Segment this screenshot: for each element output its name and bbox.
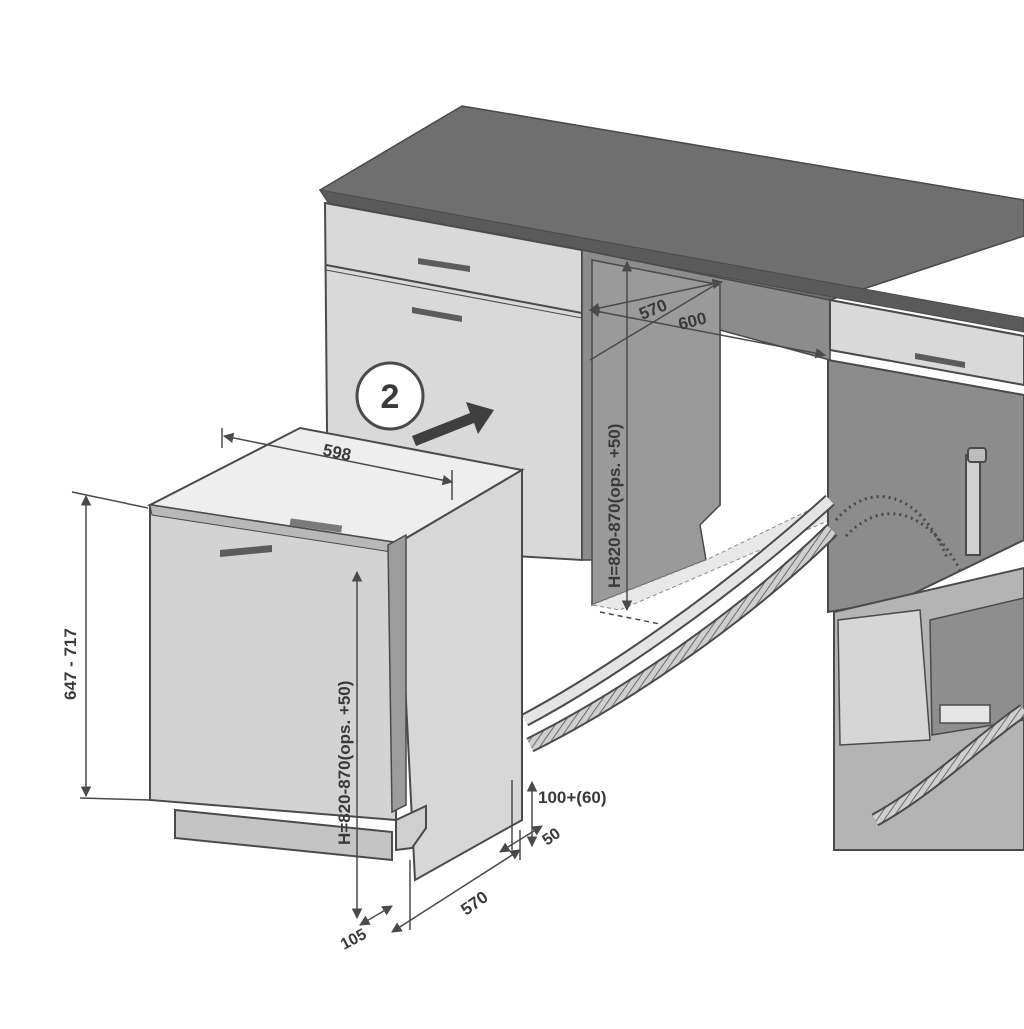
width-line [222, 432, 454, 486]
right-drawer-handle [915, 353, 965, 368]
hoses [521, 494, 1024, 827]
hose-gap-label: 50 [540, 825, 564, 849]
drawer-handle-bottom [412, 307, 462, 322]
right-cabinet-drawer [829, 298, 1024, 387]
step-circle [355, 361, 425, 431]
left-cabinet-drawer-split [325, 264, 583, 314]
plinth-offset-line [359, 905, 393, 926]
plinth-bracket [395, 804, 427, 852]
step-number: 2 [381, 378, 400, 416]
countertop-edge [318, 189, 1024, 333]
depth-line [391, 849, 521, 933]
water-pipe [965, 454, 981, 556]
plinth-offset-label: 105 [338, 926, 370, 954]
hose-gap-line [499, 825, 543, 853]
door-edge [387, 533, 407, 814]
dishwasher-door [149, 503, 400, 822]
height-label: H=820-870(ops. +50) [335, 681, 354, 845]
niche-floor [590, 499, 831, 611]
niche-height-label: H=820-870(ops. +50) [605, 424, 624, 588]
niche-depth-line [588, 278, 724, 314]
depth-label: 570 [457, 887, 491, 919]
door-height-label: 647 - 717 [61, 628, 80, 700]
dishwasher-handle [220, 545, 272, 557]
dishwasher [146, 426, 525, 882]
dimension-labels: 570 600 H=820-870(ops. +50) 598 647 - 71… [61, 295, 708, 953]
dimension-lines [71, 260, 827, 933]
drawer-handle-top [418, 258, 470, 272]
hose-height-label: 100+(60) [538, 788, 607, 807]
